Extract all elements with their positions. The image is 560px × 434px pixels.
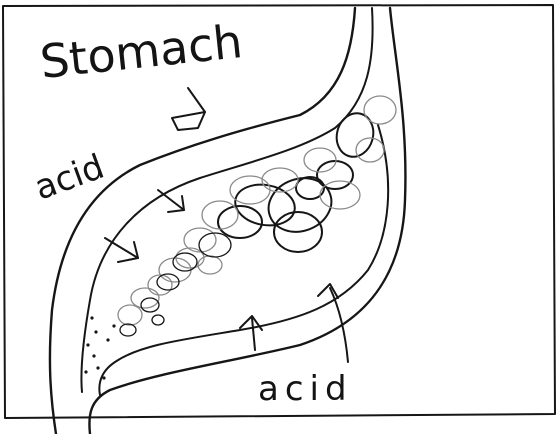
acid-arrow-upper-left [158,190,184,212]
food-contents [118,96,396,336]
acid-label-lower: acid [258,369,353,409]
acid-label-upper: acid [29,147,109,209]
acid-arrow-left [105,238,138,262]
acid-arrow-bottom [240,316,262,350]
food-loops-mid [120,233,231,336]
title-label: Stomach [38,14,245,89]
acid-arrow-top [172,88,205,130]
food-loops-faint [118,96,396,325]
lining-dots [84,316,115,379]
